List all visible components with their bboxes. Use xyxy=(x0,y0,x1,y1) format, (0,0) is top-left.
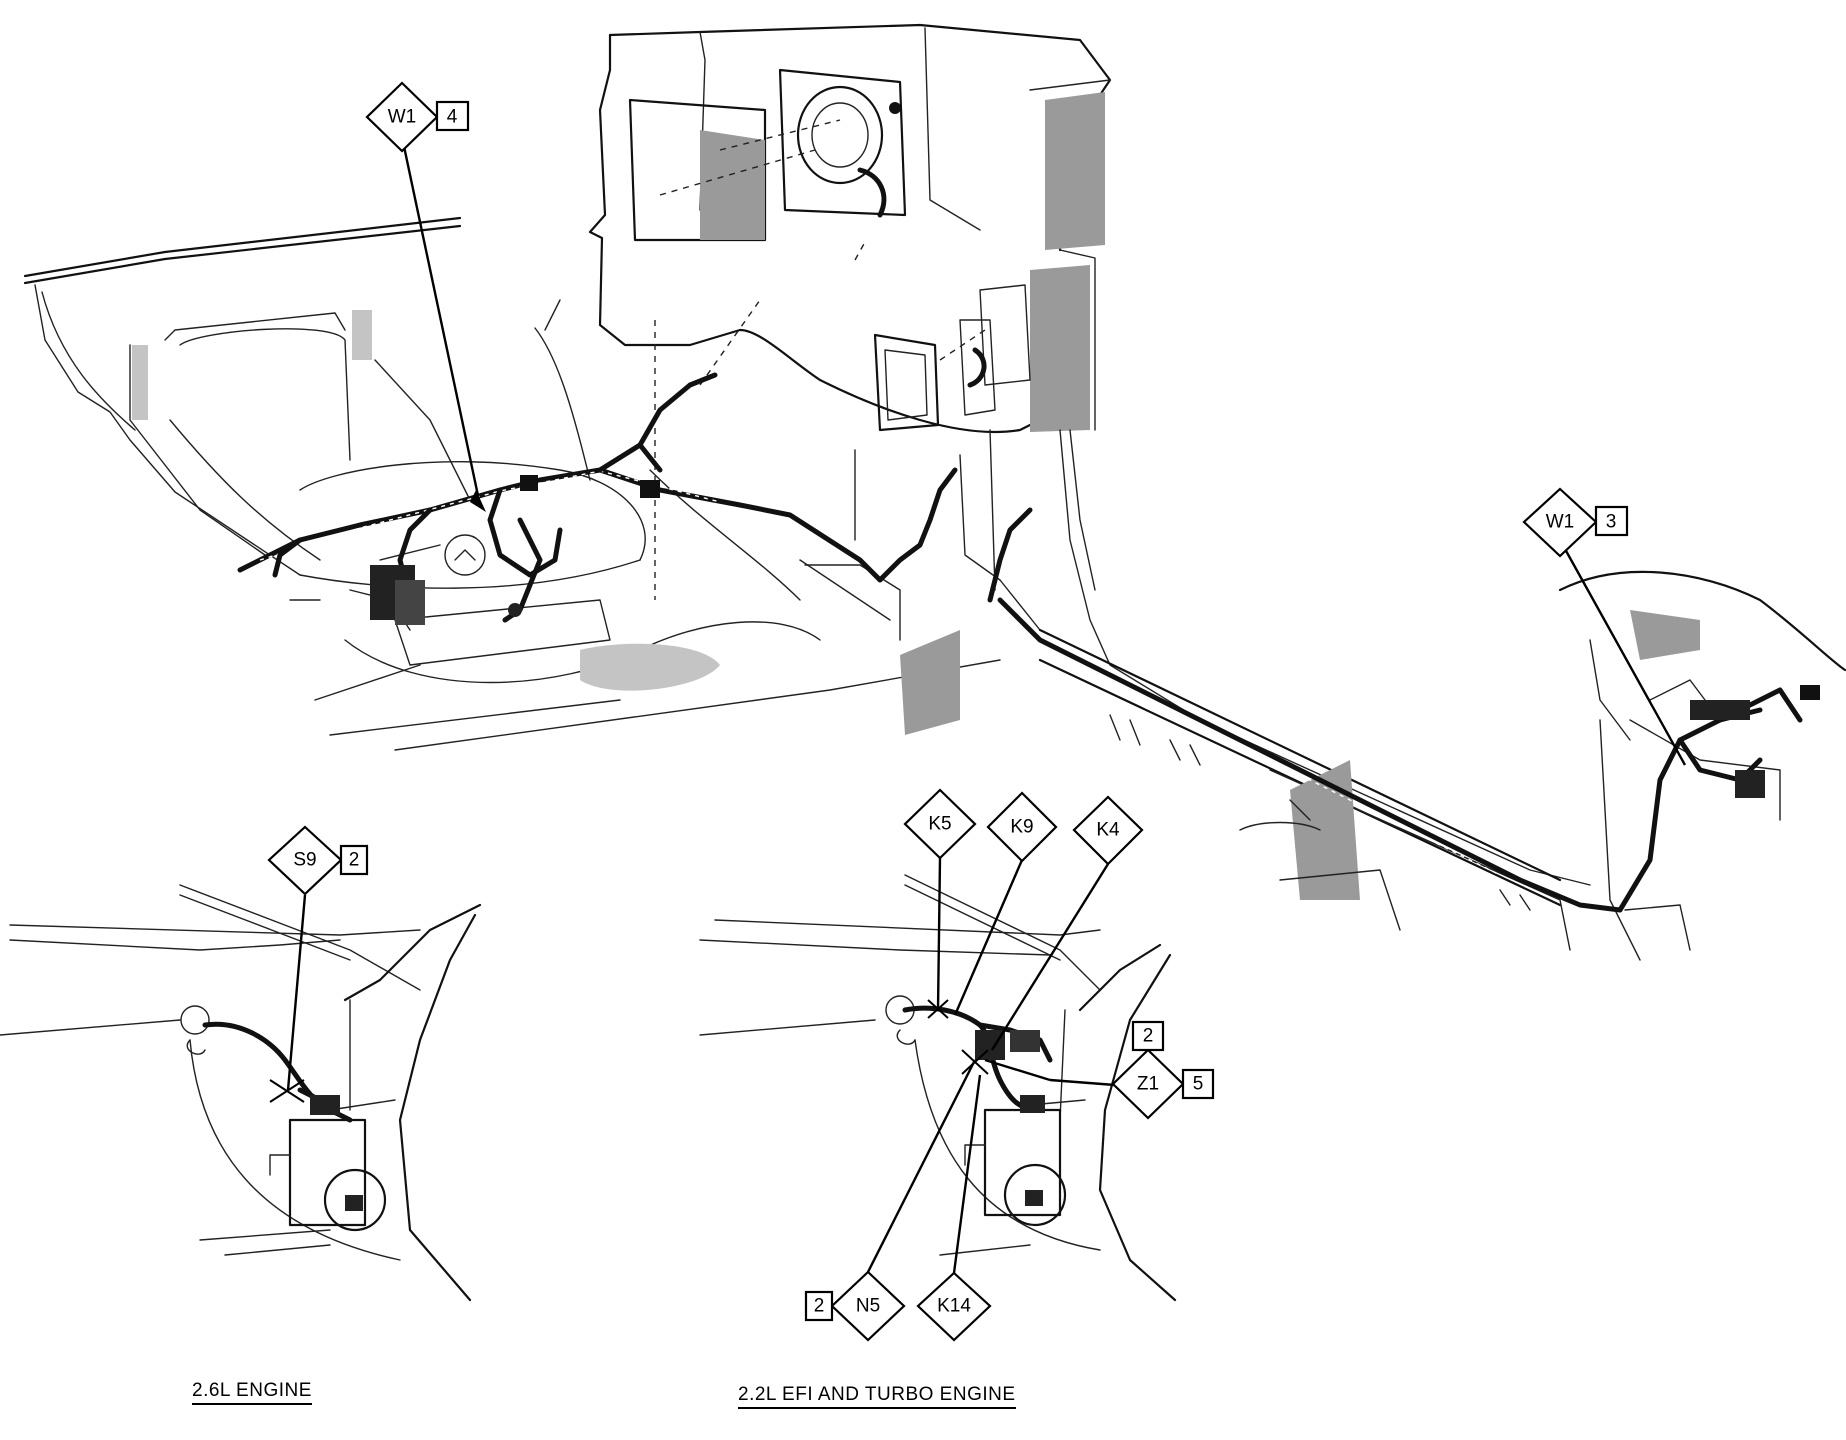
callout-k5: K5 xyxy=(903,788,977,1019)
callout-s9-2: S9 2 xyxy=(267,825,369,1103)
callout-w1-4-code: W1 xyxy=(388,107,417,128)
callout-k14: K14 xyxy=(916,1074,992,1342)
callout-n5-2-num: 2 xyxy=(814,1296,825,1317)
callout-z1-5-num: 5 xyxy=(1193,1074,1204,1095)
callout-z1-5-num-top: 2 xyxy=(1143,1026,1154,1047)
callout-w1-4-num: 4 xyxy=(447,107,458,128)
callout-w1-3-code: W1 xyxy=(1546,512,1575,533)
callout-z1-5-code: Z1 xyxy=(1137,1074,1159,1095)
trunk-compartment-view xyxy=(23,23,1846,961)
callout-k5-code: K5 xyxy=(928,814,951,835)
callout-w1-3-num: 3 xyxy=(1606,512,1617,533)
callout-k4: K4 xyxy=(990,795,1144,1051)
callout-k9: K9 xyxy=(953,791,1058,1016)
callout-w1-3: W1 3 xyxy=(1522,487,1687,766)
inset-2-6l-engine xyxy=(0,884,482,1302)
callout-w1-4: W1 4 xyxy=(365,81,486,512)
main-wiring-harness xyxy=(237,372,1820,913)
callout-k4-code: K4 xyxy=(1096,820,1120,841)
caption-2-6l-engine: 2.6L ENGINE xyxy=(192,1380,312,1405)
callout-k14-code: K14 xyxy=(937,1296,971,1317)
caption-2-2l-efi-turbo-engine: 2.2L EFI AND TURBO ENGINE xyxy=(738,1384,1016,1409)
inset-2-2l-efi-turbo-engine xyxy=(699,874,1177,1302)
callout-n5-2: N5 2 xyxy=(804,1049,989,1342)
callout-s9-2-code: S9 xyxy=(293,850,316,871)
callout-k9-code: K9 xyxy=(1010,817,1033,838)
callout-n5-2-code: N5 xyxy=(856,1296,880,1317)
callout-s9-2-num: 2 xyxy=(349,850,360,871)
callout-z1-5: Z1 2 5 xyxy=(984,1020,1215,1120)
